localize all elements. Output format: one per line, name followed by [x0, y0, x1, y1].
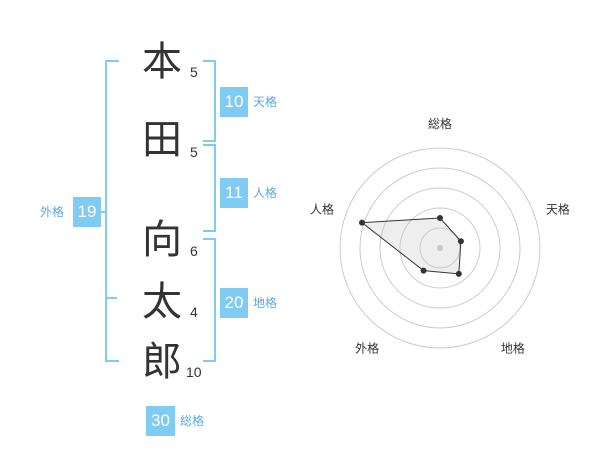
gaikaku-label: 外格 — [40, 205, 65, 219]
gaikaku-bracket-divider — [105, 297, 117, 299]
radar-axis-label-1: 総格 — [428, 116, 452, 131]
radar-center-dot — [437, 245, 443, 251]
name-char-2: 田 — [142, 117, 182, 163]
radar-grid-ring — [379, 187, 501, 309]
radar-point-3 — [455, 270, 462, 277]
radar-polygon — [360, 217, 462, 275]
name-char-3: 向 — [142, 217, 182, 263]
name-char-4: 太 — [142, 279, 182, 325]
radar-axis-label-4: 外格 — [355, 340, 379, 355]
gaikaku-bracket — [105, 60, 119, 362]
jinkaku-bracket — [203, 144, 216, 232]
jinkaku-value: 11 — [220, 178, 248, 208]
stroke-count-3: 6 — [190, 243, 198, 259]
radar-point-1 — [437, 215, 443, 221]
name-char-1: 本 — [142, 39, 182, 85]
radar-axis-label-2: 天格 — [546, 202, 570, 217]
stroke-count-2: 5 — [190, 144, 198, 160]
soukaku-value: 30 — [146, 406, 175, 436]
chikaku-bracket — [203, 238, 216, 362]
radar-axis-label-3: 地格 — [501, 340, 525, 355]
radar-grid-ring — [339, 147, 541, 349]
stroke-count-4: 4 — [190, 304, 198, 320]
soukaku-label: 総格 — [180, 414, 205, 428]
radar-point-2 — [457, 238, 464, 245]
stroke-count-1: 5 — [190, 64, 198, 80]
radar-point-5 — [359, 219, 366, 226]
tenkaku-value: 10 — [220, 87, 248, 117]
radar-point-4 — [420, 267, 427, 274]
chikaku-value: 20 — [220, 288, 248, 318]
chikaku-label: 地格 — [253, 296, 278, 310]
tenkaku-label: 天格 — [253, 95, 278, 109]
name-char-5: 郎 — [142, 339, 182, 385]
radar-grid-ring — [359, 167, 521, 329]
radar-grid-ring — [399, 207, 481, 289]
jinkaku-label: 人格 — [253, 186, 278, 200]
gaikaku-value: 19 — [73, 197, 101, 227]
stroke-count-5: 10 — [186, 364, 202, 380]
tenkaku-bracket — [203, 60, 216, 142]
radar-axis-label-5: 人格 — [310, 202, 334, 217]
